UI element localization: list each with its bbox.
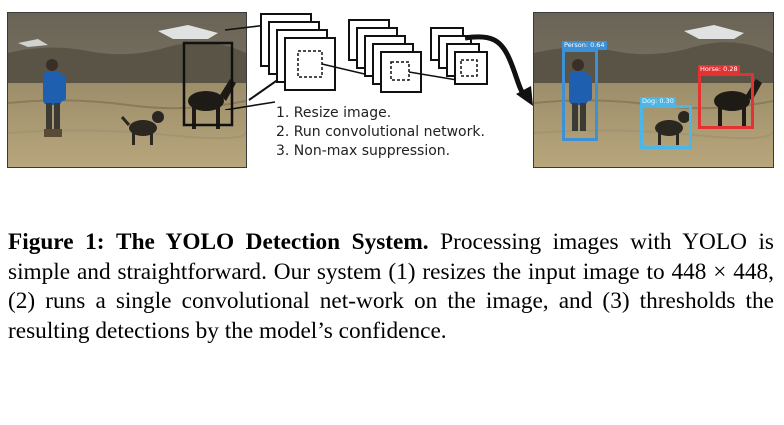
output-photo: Person: 0.64 Horse: 0.28 Dog: 0.30 <box>533 12 774 168</box>
step-resize: 1. Resize image. <box>276 105 392 121</box>
input-photo-scene <box>8 13 246 167</box>
person-figure <box>43 59 66 137</box>
yolo-figure: 1. Resize image. 2. Run convolutional ne… <box>0 0 784 200</box>
output-photo-scene <box>534 13 773 167</box>
horse-detection-label: Horse: 0.28 <box>698 65 740 74</box>
person-figure <box>569 59 592 131</box>
figure-caption: Figure 1: The YOLO Detection System. Pro… <box>8 228 774 346</box>
crop-square <box>182 41 234 127</box>
projection-line <box>408 71 458 81</box>
conv-stack-3 <box>430 27 488 85</box>
network-diagram <box>225 13 533 110</box>
dog-figure <box>655 111 690 145</box>
dog-figure <box>120 111 164 145</box>
projection-line <box>225 101 276 110</box>
kernel-square <box>460 59 478 77</box>
person-detection-label: Person: 0.64 <box>562 41 607 50</box>
conv-stack-1 <box>260 13 336 91</box>
input-photo <box>7 12 247 168</box>
dog-detection-box <box>640 105 692 149</box>
horse-detection-box <box>698 73 754 129</box>
horse-figure <box>714 79 762 129</box>
dog-detection-label: Dog: 0.30 <box>640 97 676 106</box>
caption-title: The YOLO Detection System. <box>116 229 429 255</box>
conv-stack-2 <box>348 19 422 93</box>
step-convnet: 2. Run convolutional network. <box>276 124 485 140</box>
output-arrow <box>464 34 527 98</box>
figure-number: Figure 1: <box>8 229 105 255</box>
person-detection-box <box>562 49 598 141</box>
kernel-square <box>390 61 410 81</box>
pipeline-steps: 1. Resize image. 2. Run convolutional ne… <box>276 104 516 161</box>
step-nms: 3. Non-max suppression. <box>276 143 451 159</box>
arrow-head-icon <box>516 86 533 106</box>
caption-body: Processing images with YOLO is simple an… <box>8 229 774 344</box>
